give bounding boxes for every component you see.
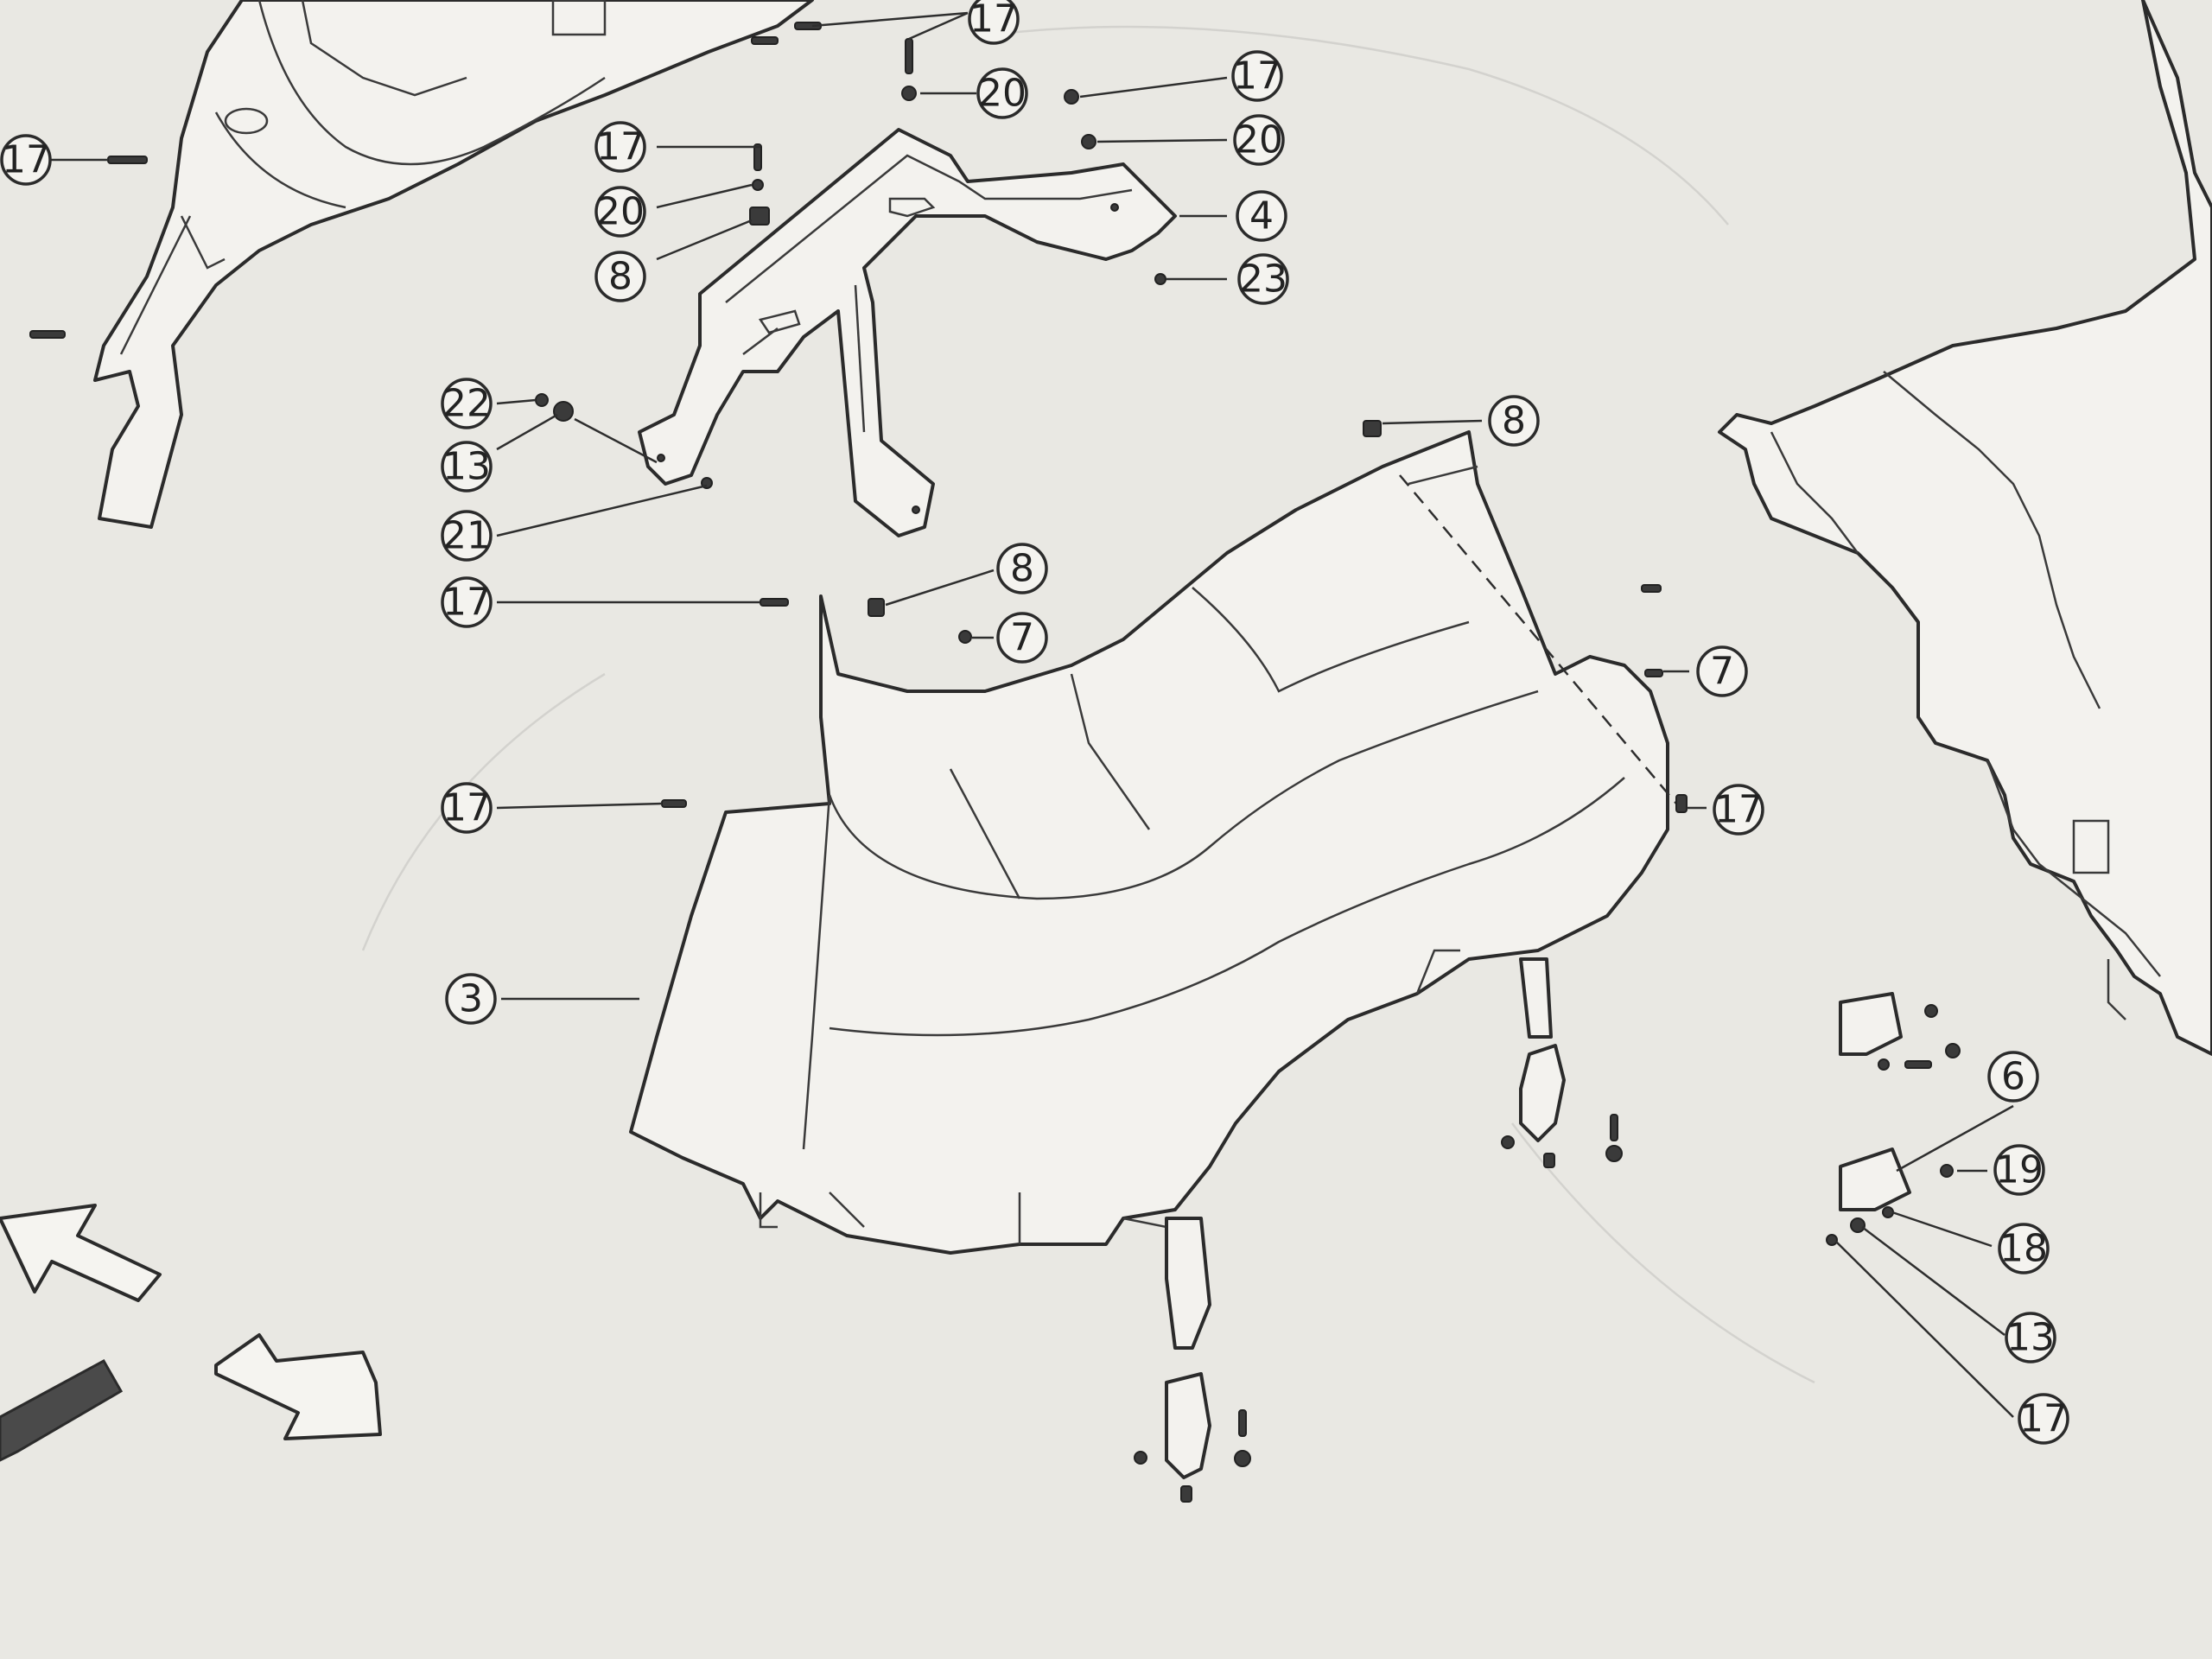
callout: 17 [1231,50,1283,102]
svg-text:18: 18 [1999,1227,2048,1271]
leader-lines [43,11,2014,1418]
svg-text:20: 20 [978,72,1027,116]
callout: 7 [1696,645,1748,697]
callout: 13 [441,441,493,493]
svg-text:7: 7 [1710,650,1734,694]
solid-arrow-icon [0,1358,124,1462]
callout: 20 [976,67,1028,119]
callout: 17 [441,576,493,628]
svg-text:8: 8 [1502,399,1526,443]
svg-text:17: 17 [442,786,491,830]
callout: 8 [996,543,1048,594]
svg-text:17: 17 [1714,788,1763,832]
callout: 20 [594,186,646,238]
callout: 8 [1488,395,1540,447]
svg-text:7: 7 [1010,616,1034,660]
callout: 3 [445,973,497,1025]
callout: 7 [996,612,1048,664]
svg-text:13: 13 [2006,1316,2055,1360]
callout: 8 [594,251,646,302]
bracket-part-4 [638,128,1177,537]
callout: 17 [1713,784,1764,836]
callout: 17 [0,134,52,186]
console-upper-part [93,0,814,529]
svg-text:3: 3 [459,977,483,1021]
callout: 17 [968,0,1020,45]
svg-text:22: 22 [442,382,491,426]
direction-arrows [0,1204,382,1462]
svg-text:17: 17 [1233,54,1281,99]
svg-text:17: 17 [596,125,645,169]
callout: 4 [1236,190,1287,242]
svg-text:19: 19 [1995,1148,2044,1192]
callout: 23 [1237,253,1289,305]
svg-text:17: 17 [2019,1397,2068,1441]
svg-text:17: 17 [2,138,50,182]
callout: 19 [1993,1144,2045,1196]
right-housing-part [1718,0,2212,1056]
svg-text:13: 13 [442,445,491,489]
svg-text:17: 17 [969,0,1018,41]
fairing-part-3 [629,430,1677,1280]
callout: 21 [441,510,493,562]
callout: 6 [1987,1051,2039,1103]
svg-text:20: 20 [1235,118,1283,162]
callout: 13 [2005,1312,2056,1363]
callout: 22 [441,378,493,429]
svg-text:21: 21 [442,514,491,558]
fastener-group [29,22,1961,1503]
svg-text:20: 20 [596,190,645,234]
callout: 17 [594,121,646,173]
svg-text:8: 8 [1010,547,1034,591]
svg-text:8: 8 [608,255,632,299]
svg-text:23: 23 [1239,257,1287,302]
callout: 18 [1998,1223,2050,1274]
mounting-block-center [1165,957,1911,1479]
svg-text:4: 4 [1249,194,1274,238]
callout: 20 [1233,114,1285,166]
arrow-down-right-icon [214,1333,382,1440]
arrow-up-left-icon [0,1204,162,1302]
callout: 17 [441,782,493,834]
callout: 17 [2018,1393,2069,1445]
svg-text:6: 6 [2001,1055,2025,1099]
svg-text:17: 17 [442,581,491,625]
callouts: 17 20 17 20 17 17 20 4 8 23 22 13 21 8 1… [0,0,2069,1445]
